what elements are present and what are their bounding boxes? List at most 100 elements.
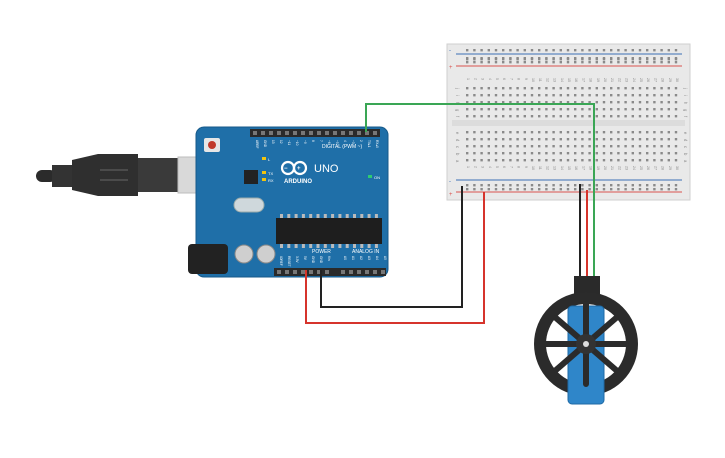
breadboard-hole[interactable] [667, 108, 670, 111]
breadboard-hole[interactable] [466, 159, 469, 162]
breadboard-hole[interactable] [466, 61, 469, 64]
breadboard-hole[interactable] [509, 115, 512, 118]
breadboard-hole[interactable] [566, 131, 570, 134]
breadboard-hole[interactable] [516, 152, 519, 155]
breadboard-hole[interactable] [487, 49, 490, 52]
breadboard-hole[interactable] [581, 87, 584, 90]
breadboard-hole[interactable] [631, 138, 634, 141]
breadboard-hole[interactable] [646, 108, 649, 111]
digital-pin-hole[interactable] [309, 131, 313, 135]
power-pin-hole[interactable] [341, 270, 345, 274]
breadboard-hole[interactable] [631, 101, 634, 104]
breadboard-hole[interactable] [466, 131, 469, 134]
breadboard-hole[interactable] [667, 145, 670, 148]
breadboard-hole[interactable] [646, 152, 649, 155]
breadboard-hole[interactable] [494, 152, 498, 155]
breadboard-hole[interactable] [660, 159, 663, 162]
breadboard-hole[interactable] [602, 115, 606, 118]
breadboard-hole[interactable] [530, 108, 534, 111]
breadboard-hole[interactable] [638, 138, 642, 141]
breadboard-hole[interactable] [617, 61, 620, 64]
breadboard-hole[interactable] [581, 101, 584, 104]
breadboard-hole[interactable] [617, 138, 620, 141]
breadboard-hole[interactable] [538, 101, 541, 104]
digital-pin-hole[interactable] [373, 131, 377, 135]
breadboard-hole[interactable] [581, 61, 584, 64]
breadboard-hole[interactable] [502, 131, 505, 134]
breadboard-hole[interactable] [595, 152, 598, 155]
breadboard-hole[interactable] [653, 108, 656, 111]
breadboard-hole[interactable] [595, 159, 598, 162]
breadboard-hole[interactable] [610, 131, 613, 134]
breadboard-hole[interactable] [574, 115, 577, 118]
breadboard-hole[interactable] [538, 188, 541, 191]
breadboard-hole[interactable] [545, 101, 548, 104]
breadboard-hole[interactable] [602, 184, 606, 187]
breadboard-hole[interactable] [466, 115, 469, 118]
breadboard-hole[interactable] [480, 101, 483, 104]
breadboard-hole[interactable] [566, 61, 570, 64]
breadboard-hole[interactable] [617, 101, 620, 104]
breadboard-hole[interactable] [595, 57, 598, 60]
breadboard-hole[interactable] [602, 138, 606, 141]
breadboard-hole[interactable] [487, 152, 490, 155]
breadboard-hole[interactable] [502, 138, 505, 141]
breadboard-hole[interactable] [466, 188, 469, 191]
breadboard-hole[interactable] [494, 115, 498, 118]
digital-pin-hole[interactable] [333, 131, 337, 135]
breadboard-hole[interactable] [653, 115, 656, 118]
breadboard-hole[interactable] [566, 184, 570, 187]
power-pin-hole[interactable] [317, 270, 321, 274]
breadboard-hole[interactable] [516, 131, 519, 134]
reset-button-cap-icon[interactable] [208, 141, 216, 149]
breadboard-hole[interactable] [660, 101, 663, 104]
breadboard-hole[interactable] [545, 138, 548, 141]
breadboard-hole[interactable] [530, 152, 534, 155]
breadboard-hole[interactable] [674, 138, 678, 141]
breadboard-hole[interactable] [530, 184, 534, 187]
breadboard-hole[interactable] [588, 94, 591, 97]
breadboard-hole[interactable] [588, 61, 591, 64]
breadboard-hole[interactable] [631, 87, 634, 90]
breadboard-hole[interactable] [466, 138, 469, 141]
breadboard-hole[interactable] [516, 115, 519, 118]
breadboard-hole[interactable] [667, 131, 670, 134]
breadboard-hole[interactable] [559, 184, 562, 187]
breadboard-hole[interactable] [581, 57, 584, 60]
breadboard-hole[interactable] [660, 61, 663, 64]
breadboard-hole[interactable] [631, 159, 634, 162]
breadboard-hole[interactable] [602, 94, 606, 97]
breadboard-hole[interactable] [538, 152, 541, 155]
breadboard-hole[interactable] [646, 61, 649, 64]
breadboard-hole[interactable] [523, 159, 526, 162]
breadboard-hole[interactable] [566, 152, 570, 155]
digital-pin-hole[interactable] [285, 131, 289, 135]
breadboard-hole[interactable] [466, 87, 469, 90]
breadboard-hole[interactable] [487, 61, 490, 64]
breadboard-hole[interactable] [660, 94, 663, 97]
breadboard-hole[interactable] [624, 108, 627, 111]
breadboard-hole[interactable] [610, 101, 613, 104]
breadboard-hole[interactable] [588, 49, 591, 52]
breadboard-hole[interactable] [610, 184, 613, 187]
breadboard-hole[interactable] [523, 61, 526, 64]
breadboard-hole[interactable] [509, 188, 512, 191]
breadboard-hole[interactable] [466, 184, 469, 187]
breadboard-hole[interactable] [660, 145, 663, 148]
breadboard-hole[interactable] [516, 188, 519, 191]
breadboard-hole[interactable] [588, 87, 591, 90]
breadboard-hole[interactable] [646, 131, 649, 134]
breadboard-hole[interactable] [674, 94, 678, 97]
breadboard-hole[interactable] [588, 145, 591, 148]
breadboard-hole[interactable] [667, 188, 670, 191]
breadboard-hole[interactable] [545, 159, 548, 162]
breadboard-hole[interactable] [674, 61, 678, 64]
breadboard-hole[interactable] [595, 94, 598, 97]
breadboard-hole[interactable] [624, 101, 627, 104]
breadboard-hole[interactable] [624, 57, 627, 60]
breadboard-hole[interactable] [660, 138, 663, 141]
breadboard-hole[interactable] [530, 131, 534, 134]
digital-pin-hole[interactable] [317, 131, 321, 135]
breadboard-hole[interactable] [473, 49, 476, 52]
breadboard-hole[interactable] [509, 108, 512, 111]
